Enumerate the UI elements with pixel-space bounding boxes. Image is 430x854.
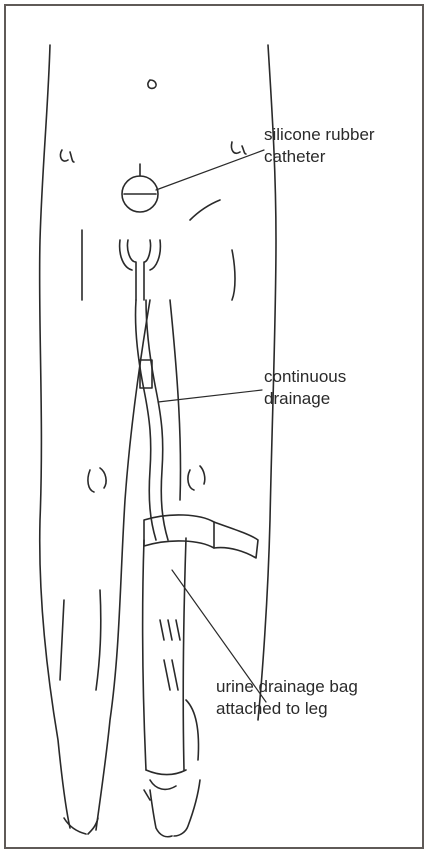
label-drainage-line1: continuous — [264, 366, 346, 388]
label-drainage: continuous drainage — [264, 366, 346, 410]
label-bag-line1: urine drainage bag — [216, 676, 358, 698]
label-catheter-line1: silicone rubber — [264, 124, 375, 146]
urine-bag — [143, 515, 258, 800]
label-bag-line2: attached to leg — [216, 698, 358, 720]
label-catheter: silicone rubber catheter — [264, 124, 375, 168]
label-bag: urine drainage bag attached to leg — [216, 676, 358, 720]
leader-lines — [156, 150, 266, 702]
label-drainage-line2: drainage — [264, 388, 346, 410]
label-catheter-line2: catheter — [264, 146, 375, 168]
